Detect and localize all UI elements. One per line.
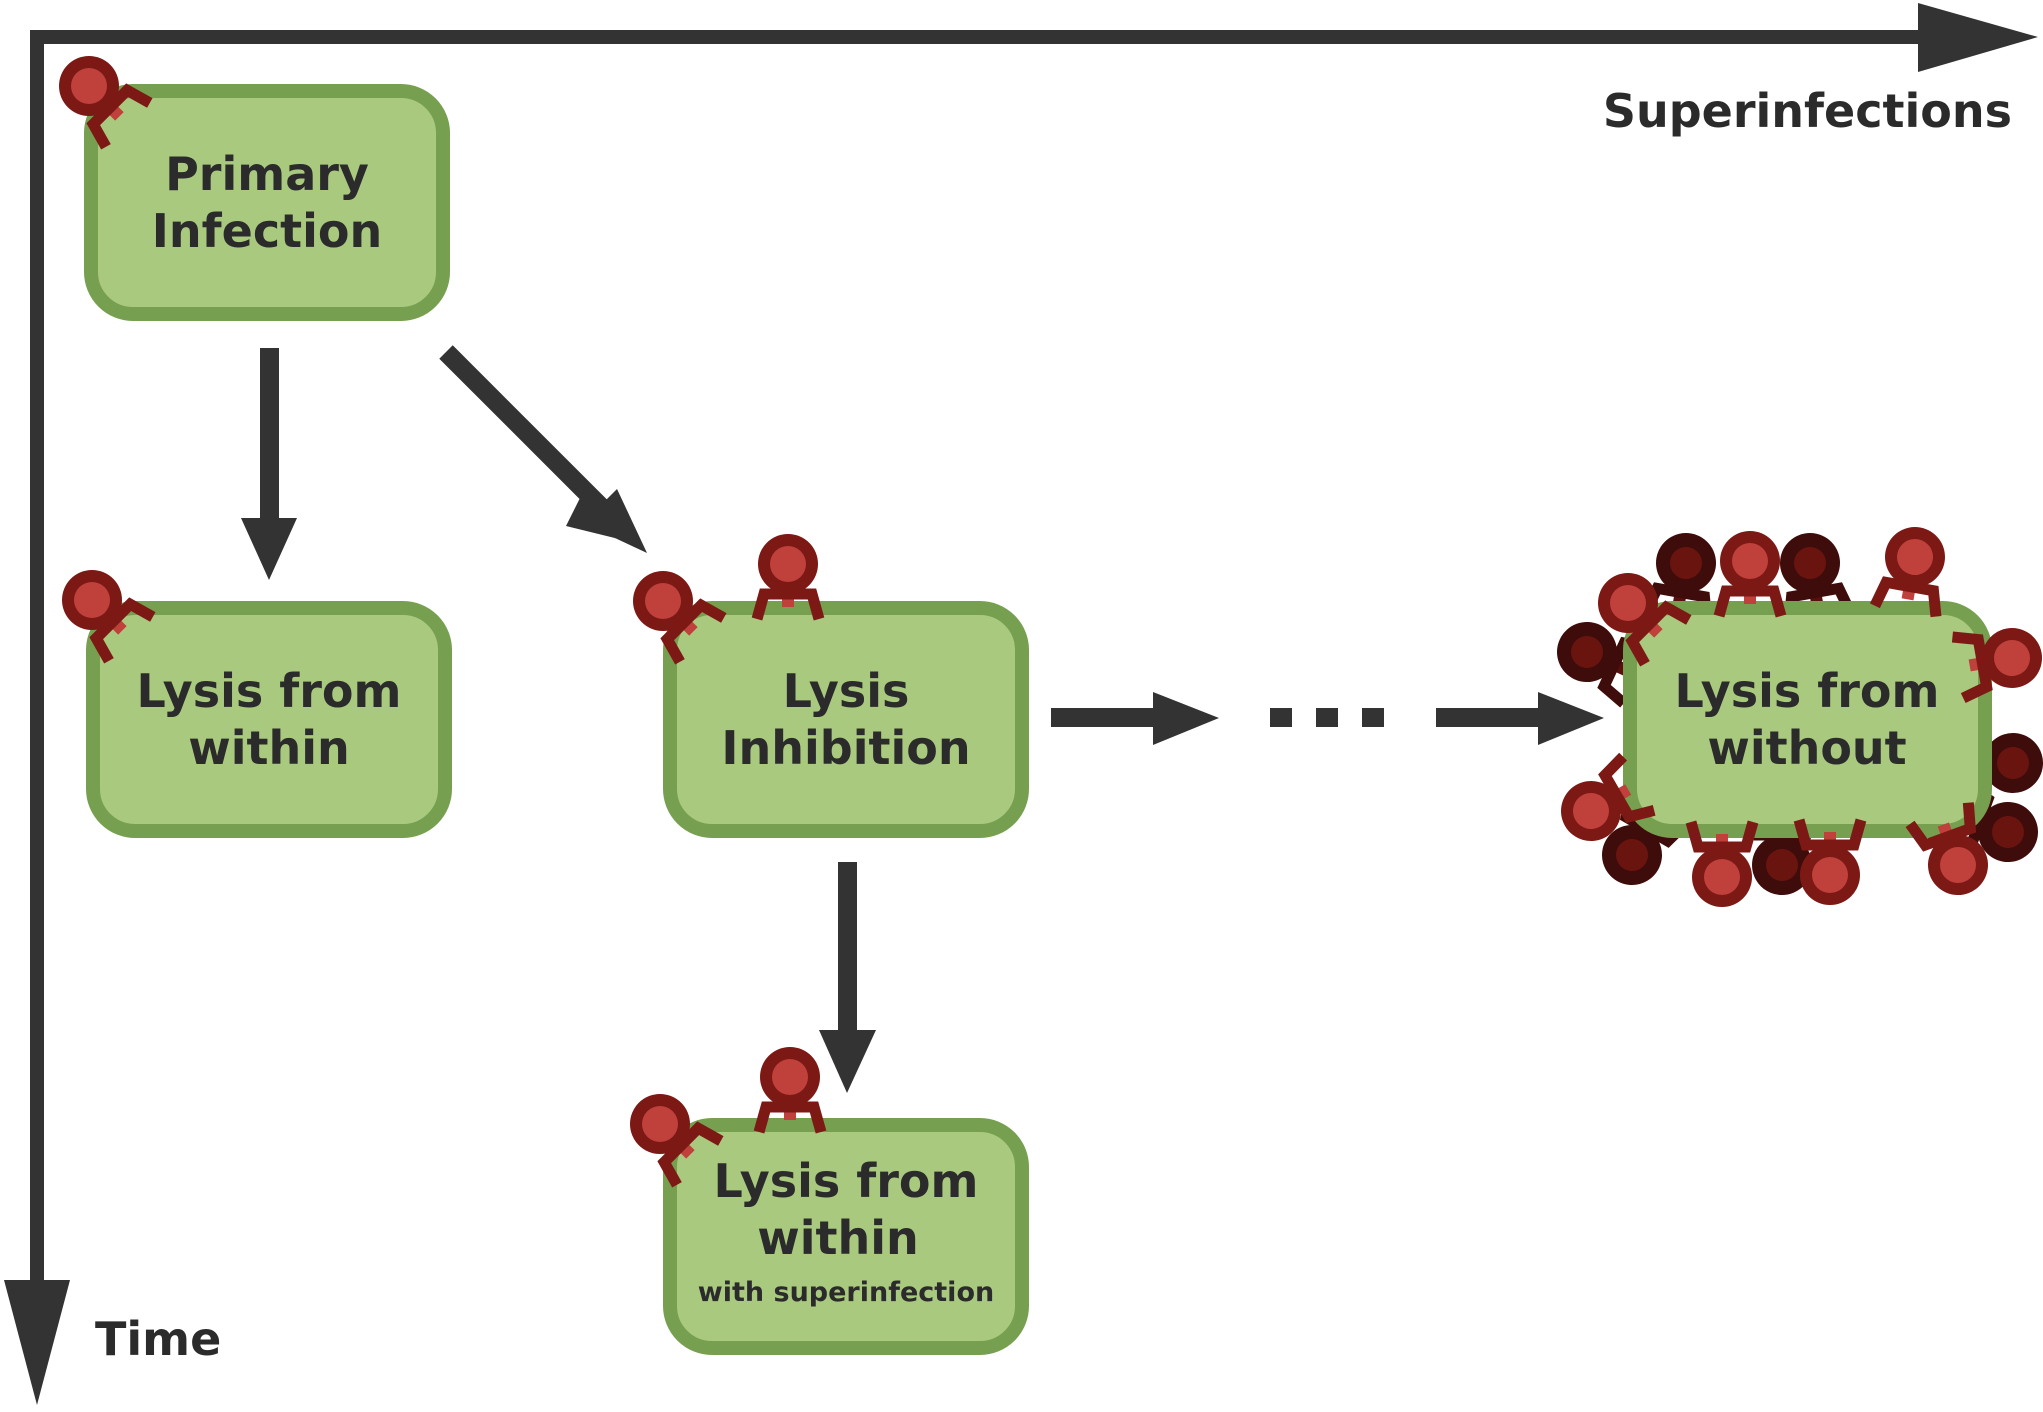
arrow-primary-to-lysis-within bbox=[241, 348, 297, 580]
arrow-inhibition-to-ellipsis bbox=[1051, 692, 1219, 745]
node-lysis-from-within-superinfection: Lysis from within with superinfection bbox=[663, 1118, 1029, 1355]
lysis-from-within-line1: Lysis from bbox=[137, 664, 402, 718]
lysis-within-super-line2: within bbox=[757, 1211, 919, 1265]
lysis-within-super-line3: with superinfection bbox=[698, 1277, 994, 1308]
arrow-ellipsis-to-lysis-without bbox=[1436, 692, 1604, 745]
superinfections-axis bbox=[30, 3, 2038, 72]
ellipsis-dots bbox=[1270, 708, 1384, 727]
arrow-primary-to-lysis-inhibition bbox=[439, 345, 647, 553]
arrow-inhibition-to-lysis-within-super bbox=[819, 862, 876, 1093]
lysis-from-without-line1: Lysis from bbox=[1675, 664, 1940, 718]
time-axis bbox=[4, 36, 70, 1405]
node-lysis-from-within: Lysis from within bbox=[86, 601, 452, 838]
lysis-inhibition-line2: Inhibition bbox=[721, 721, 970, 775]
time-axis-label: Time bbox=[95, 1312, 221, 1366]
primary-infection-line1: Primary bbox=[165, 147, 369, 201]
lysis-from-within-line2: within bbox=[188, 721, 350, 775]
node-primary-infection: Primary Infection bbox=[84, 84, 450, 321]
primary-infection-line2: Infection bbox=[152, 204, 382, 258]
lysis-inhibition-line1: Lysis bbox=[783, 664, 910, 718]
superinfections-axis-label: Superinfections bbox=[1603, 84, 2012, 138]
node-lysis-from-without: Lysis from without bbox=[1547, 522, 2043, 907]
lysis-within-super-line1: Lysis from bbox=[714, 1154, 979, 1208]
node-lysis-inhibition: Lysis Inhibition bbox=[663, 601, 1029, 838]
lysis-from-without-line2: without bbox=[1707, 721, 1906, 775]
